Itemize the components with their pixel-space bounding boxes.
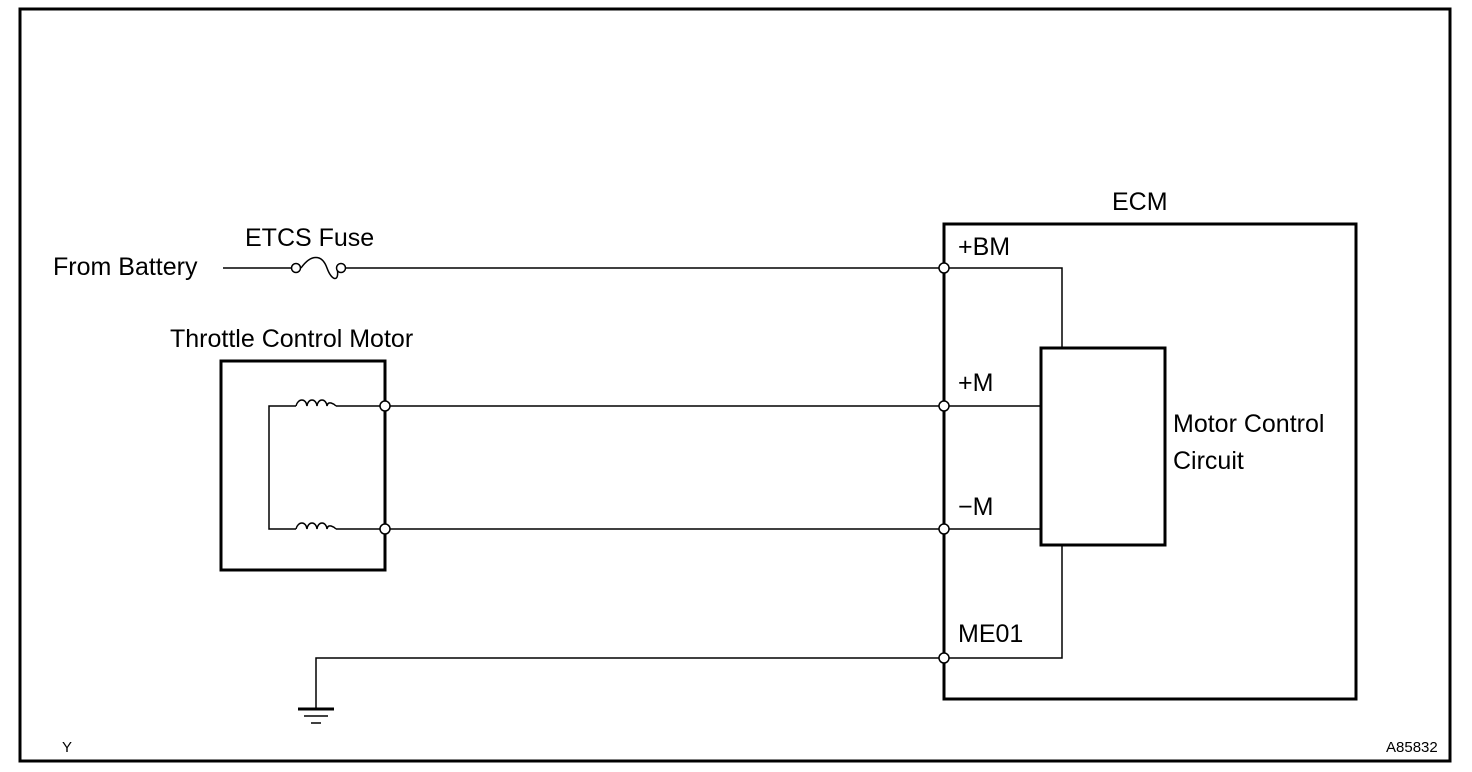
throttle-motor-label: Throttle Control Motor	[170, 325, 413, 353]
terminal-label-me01: ME01	[958, 620, 1023, 648]
ecm-terminal-me01	[938, 652, 950, 664]
terminal-label-minus-m: −M	[958, 493, 993, 521]
etcs-fuse-label: ETCS Fuse	[245, 224, 374, 252]
ecm-terminal-plus-m	[938, 400, 950, 412]
motor-control-label-line2: Circuit	[1173, 447, 1244, 475]
motor-coil-top-icon	[295, 399, 337, 407]
motor-coil-bottom-icon	[295, 522, 337, 530]
ground-icon	[298, 707, 334, 724]
ground-wire	[315, 657, 939, 708]
motor-terminal-plus	[379, 400, 391, 412]
ecm-bm-internal-wire	[949, 267, 1063, 348]
throttle-motor-box	[219, 359, 387, 572]
ecm-terminal-minus-m	[938, 523, 950, 535]
motor-internal-loop	[268, 405, 296, 530]
corner-mark-left: Y	[62, 739, 72, 756]
ecm-box	[942, 222, 1358, 701]
ecm-me01-internal-wire	[949, 545, 1063, 659]
diagram-frame	[18, 7, 1452, 763]
motor-terminal-minus	[379, 523, 391, 535]
ecm-label: ECM	[1112, 188, 1168, 216]
figure-id: A85832	[1386, 739, 1438, 756]
ecm-terminal-bm	[938, 262, 950, 274]
from-battery-label: From Battery	[53, 253, 198, 281]
fuse-icon	[290, 256, 347, 280]
motor-control-circuit-box	[1039, 346, 1167, 547]
motor-control-label-line1: Motor Control	[1173, 410, 1324, 438]
terminal-label-bm: +BM	[958, 233, 1010, 261]
terminal-label-plus-m: +M	[958, 369, 993, 397]
